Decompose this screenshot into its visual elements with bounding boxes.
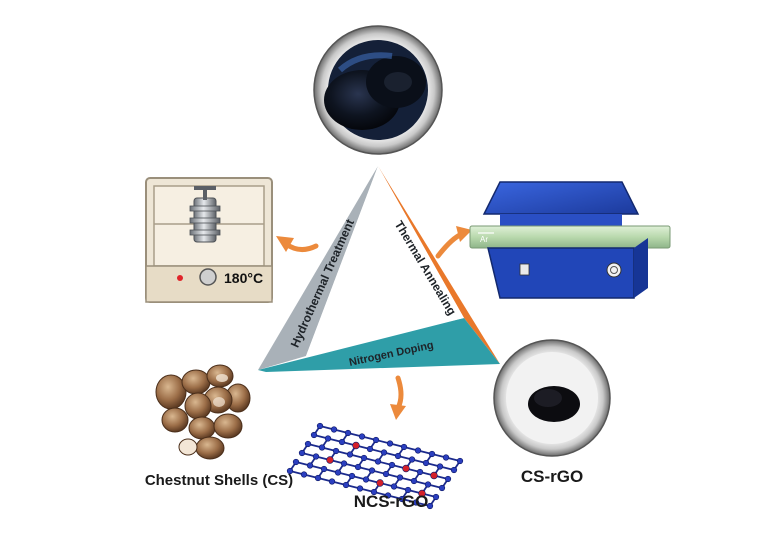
cs-rgo-caption: CS-rGO xyxy=(521,467,583,486)
carbon-atom xyxy=(320,465,328,473)
indicator-light-icon xyxy=(177,275,183,281)
carbon-atom xyxy=(428,450,436,458)
carbon-atom xyxy=(286,467,294,475)
carbon-atom xyxy=(416,468,424,476)
carbon-atom xyxy=(300,471,308,478)
nitrogen-atom xyxy=(430,471,438,480)
temperature-knob-icon xyxy=(199,268,217,286)
carbon-atom xyxy=(316,422,324,430)
carbon-atom xyxy=(340,460,348,467)
arrow-to-autoclave xyxy=(283,241,319,252)
nitrogen-atom xyxy=(418,489,426,498)
carbon-atom xyxy=(426,502,434,510)
temperature-label: 180°C xyxy=(224,270,263,286)
carbon-atom xyxy=(370,488,378,496)
carbon-atom xyxy=(332,447,340,455)
ncs-rgo-caption: NCS-rGO xyxy=(354,492,429,511)
carbon-atom xyxy=(456,457,464,465)
carbon-atom xyxy=(422,459,430,467)
carbon-atom xyxy=(386,440,394,447)
top-bowl xyxy=(313,25,443,155)
triangle-center xyxy=(306,166,464,356)
carbon-atom xyxy=(374,458,382,465)
carbon-atom xyxy=(388,461,396,469)
carbon-atom xyxy=(450,466,458,474)
carbon-atom xyxy=(444,475,452,483)
carbon-atom xyxy=(404,486,412,494)
nitrogen-doping-side xyxy=(258,318,500,372)
arrow-head-furnace xyxy=(456,226,472,242)
carbon-atom xyxy=(338,438,346,446)
carbon-atom xyxy=(366,445,374,453)
carbon-atom xyxy=(398,495,406,503)
tube-furnace: Ar xyxy=(469,181,671,299)
carbon-atom xyxy=(354,463,362,471)
chestnut-shells-caption: Chestnut Shells (CS) xyxy=(145,472,293,489)
nitrogen-atom xyxy=(376,479,384,487)
carbon-atom xyxy=(408,456,416,463)
carbon-atom xyxy=(400,443,408,451)
carbon-atom xyxy=(306,462,314,469)
carbon-atom xyxy=(382,470,390,478)
arrow-to-ncs-rgo xyxy=(395,375,404,411)
carbon-atom xyxy=(424,481,432,488)
carbon-atom xyxy=(394,452,402,460)
cs-rgo-bowl: CS-rGO xyxy=(493,339,611,486)
carbon-atom xyxy=(298,449,306,457)
carbon-atom xyxy=(442,454,450,461)
arrow-head-autoclave xyxy=(276,236,294,252)
carbon-atom xyxy=(304,440,312,448)
carbon-atom xyxy=(348,472,356,480)
carbon-atom xyxy=(414,447,422,454)
furnace-switch-icon xyxy=(519,263,530,276)
carbon-atom xyxy=(312,453,320,460)
nitrogen-atom xyxy=(352,441,360,450)
carbon-atom xyxy=(390,483,398,490)
carbon-atom xyxy=(372,436,380,444)
carbon-atom xyxy=(410,477,418,485)
carbon-atom xyxy=(314,474,322,482)
nitrogen-atom xyxy=(326,456,334,464)
carbon-atom xyxy=(368,467,376,474)
carbon-atom xyxy=(346,451,354,458)
thermal-annealing-side xyxy=(378,166,500,364)
carbon-atom xyxy=(384,492,392,499)
process-triangle: Hydrothermal Treatment Thermal Annealing… xyxy=(258,166,500,372)
hydrothermal-side xyxy=(258,166,378,370)
carbon-atom xyxy=(380,449,388,456)
carbon-atom xyxy=(292,458,300,466)
process-arrows xyxy=(276,226,472,420)
autoclave-oven: 180°C xyxy=(145,177,273,303)
carbon-atom xyxy=(356,485,364,492)
gas-label: Ar xyxy=(480,235,488,244)
carbon-atom xyxy=(342,481,350,489)
arrow-head-ncs-rgo xyxy=(390,404,406,420)
carbon-atom xyxy=(358,433,366,440)
carbon-atom xyxy=(438,484,446,492)
arrow-to-furnace xyxy=(435,231,465,259)
carbon-atom xyxy=(318,444,326,451)
carbon-atom xyxy=(310,431,318,439)
furnace-gauge-icon xyxy=(606,262,622,278)
carbon-atom xyxy=(432,493,440,501)
chestnut-shells-image: Chestnut Shells (CS) xyxy=(145,364,293,489)
carbon-atom xyxy=(362,476,370,483)
carbon-atom xyxy=(344,429,352,437)
carbon-atom xyxy=(360,454,368,462)
carbon-atom xyxy=(412,499,420,506)
carbon-atom xyxy=(436,463,444,470)
carbon-atom xyxy=(330,426,338,433)
carbon-atom xyxy=(324,435,332,442)
carbon-atom xyxy=(334,469,342,476)
carbon-atom xyxy=(328,478,336,485)
carbon-atom xyxy=(396,474,404,481)
nitrogen-atom xyxy=(402,464,410,473)
ncs-rgo-sheet: NCS-rGO xyxy=(286,422,464,511)
